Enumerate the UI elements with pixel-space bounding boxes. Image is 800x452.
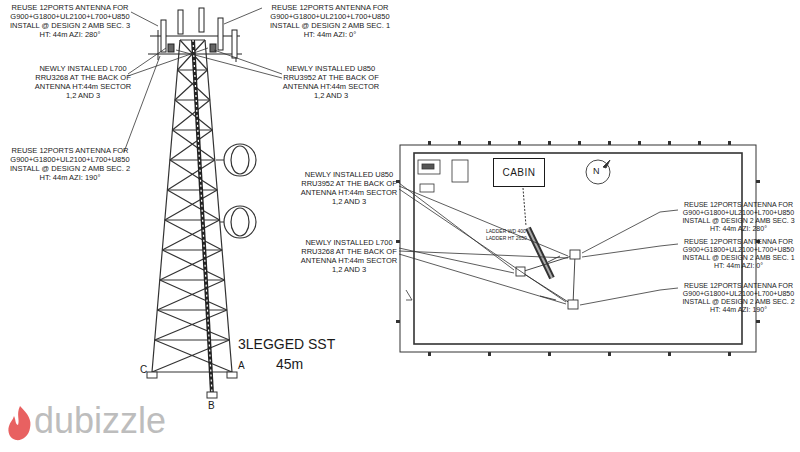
antenna-callout-box: REUSE 12PORTS ANTENNA FOR G900+G1800+UL2… xyxy=(264,3,396,39)
watermark-box: dubizzle xyxy=(34,400,166,442)
north-arrow xyxy=(586,160,610,184)
rru-callout-box: NEWLY INSTALLED U850 RRU3952 AT THE BACK… xyxy=(300,170,398,206)
antenna-callout: REUSE 12PORTS ANTENNA FOR G900+G1800+UL2… xyxy=(680,238,797,270)
ladder-note-box: LADDER HT 2650 xyxy=(486,235,527,241)
microwave-dish xyxy=(216,144,256,238)
rru-callout-box: NEWLY INSTALLED L700 RRU3268 AT THE BACK… xyxy=(34,64,132,100)
cabin-box: CABIN xyxy=(493,158,545,187)
leg-letter: A xyxy=(238,360,245,372)
antenna-callout: REUSE 12PORTS ANTENNA FOR G900+G1800+UL2… xyxy=(680,282,797,314)
watermark: dubizzle xyxy=(34,400,166,442)
tower-type: 3LEGGED SST xyxy=(238,336,335,353)
rru-callout: NEWLY INSTALLED U850 RRU3952 AT THE BACK… xyxy=(282,64,380,100)
leg-letter: C xyxy=(140,364,147,376)
tower-type-box: 3LEGGED SST xyxy=(238,336,335,353)
cable-ladder xyxy=(528,228,552,278)
rru-callout-box: NEWLY INSTALLED L700 RRU3268 AT THE BACK… xyxy=(300,238,398,274)
antenna-callout: REUSE 12PORTS ANTENNA FOR G900+G1800+UL2… xyxy=(264,3,396,39)
watermark-logo xyxy=(8,406,30,440)
ladder-note-box: LADDER WD 400 xyxy=(486,228,526,234)
cable-ladder xyxy=(523,188,526,226)
antenna-callout-box: REUSE 12PORTS ANTENNA FOR G900+G1800+UL2… xyxy=(680,282,797,314)
tower-lattice xyxy=(152,40,232,372)
rru-callout: NEWLY INSTALLED L700 RRU3268 AT THE BACK… xyxy=(34,64,132,100)
antenna-callout: REUSE 12PORTS ANTENNA FOR G900+G1800+UL2… xyxy=(6,3,134,39)
ladder-note: LADDER HT 2650 xyxy=(486,235,527,241)
rru-callout: NEWLY INSTALLED L700 RRU3268 AT THE BACK… xyxy=(300,238,398,274)
antenna-mounts xyxy=(148,8,242,62)
leg-letter-box: A xyxy=(238,360,245,372)
leader-line xyxy=(124,8,282,152)
ladder-note: LADDER WD 400 xyxy=(486,228,526,234)
leg-letter: B xyxy=(208,400,215,412)
tower-footprint xyxy=(516,250,580,309)
leg-letter-box: B xyxy=(208,400,215,412)
tower-foot xyxy=(147,372,237,398)
antenna-callout-box: REUSE 12PORTS ANTENNA FOR G900+G1800+UL2… xyxy=(6,146,134,182)
rru-callout-box: NEWLY INSTALLED U850 RRU3952 AT THE BACK… xyxy=(282,64,380,100)
equipment-cabinet xyxy=(418,160,468,192)
cabin-label: CABIN xyxy=(502,167,535,178)
cable-ladder xyxy=(528,228,552,278)
tower-height: 45m xyxy=(276,356,303,373)
leader-line xyxy=(399,183,678,305)
north-letter-box: N xyxy=(593,166,600,177)
tower-height-box: 45m xyxy=(276,356,303,373)
antenna-callout: REUSE 12PORTS ANTENNA FOR G900+G1800+UL2… xyxy=(680,201,797,233)
rru-callout: NEWLY INSTALLED U850 RRU3952 AT THE BACK… xyxy=(300,170,398,206)
antenna-callout-box: REUSE 12PORTS ANTENNA FOR G900+G1800+UL2… xyxy=(680,238,797,270)
cable-ladder-rungs xyxy=(193,40,212,394)
cable-ladder xyxy=(193,40,212,394)
north-letter: N xyxy=(593,166,600,177)
leg-letter-box: C xyxy=(140,364,147,376)
antenna-callout-box: REUSE 12PORTS ANTENNA FOR G900+G1800+UL2… xyxy=(6,3,134,39)
antenna-callout: REUSE 12PORTS ANTENNA FOR G900+G1800+UL2… xyxy=(6,146,134,182)
antenna-callout-box: REUSE 12PORTS ANTENNA FOR G900+G1800+UL2… xyxy=(680,201,797,233)
